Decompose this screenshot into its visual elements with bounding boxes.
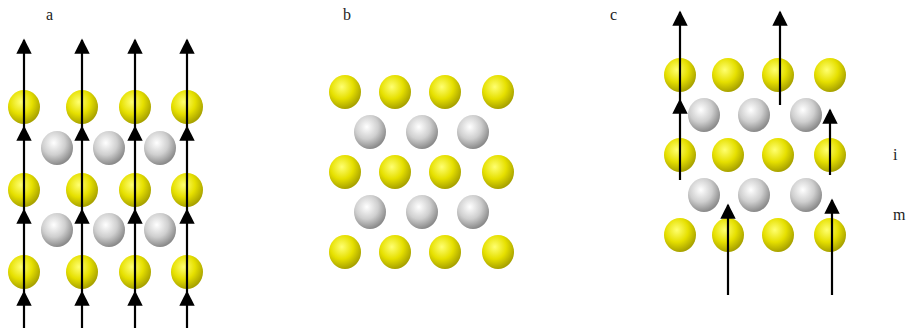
grey-atom [144,213,176,247]
grey-atom [406,115,438,149]
spin-arrow [81,292,83,328]
yellow-atom [762,218,794,252]
grey-atom [688,98,720,132]
yellow-atom [712,58,744,92]
yellow-atom [482,155,514,189]
spin-arrow [186,210,188,292]
grey-atom [41,213,73,247]
yellow-atom [712,138,744,172]
spin-arrow [134,40,136,127]
spin-arrow [679,100,681,180]
spin-arrow [81,127,83,210]
yellow-atom [379,235,411,269]
spin-arrow [134,210,136,292]
panel-letter: a [46,6,53,24]
grey-atom [41,131,73,165]
yellow-atom [482,75,514,109]
spin-arrow [23,127,25,210]
yellow-atom [379,75,411,109]
spin-arrow [23,40,25,127]
grey-atom [93,131,125,165]
spin-arrow [829,110,831,175]
grey-atom [688,178,720,212]
yellow-atom [329,155,361,189]
spin-arrow [679,12,681,100]
grey-atom [354,195,386,229]
panel-letter: c [610,6,617,24]
grey-atom [738,98,770,132]
grey-atom [790,98,822,132]
grey-atom [406,195,438,229]
yellow-atom [329,235,361,269]
cut-off-text: i [893,146,897,164]
grey-atom [457,115,489,149]
yellow-atom [429,75,461,109]
spin-arrow [23,292,25,328]
spin-arrow [831,200,833,295]
spin-arrow [727,205,729,295]
panel-letter: b [343,6,351,24]
grey-atom [790,178,822,212]
spin-arrow [134,127,136,210]
yellow-atom [329,75,361,109]
grey-atom [354,115,386,149]
spin-arrow [186,292,188,328]
yellow-atom [429,235,461,269]
spin-arrow [23,210,25,292]
yellow-atom [814,58,846,92]
spin-arrow [81,210,83,292]
grey-atom [457,195,489,229]
spin-arrow [779,12,781,105]
yellow-atom [379,155,411,189]
grey-atom [738,178,770,212]
grey-atom [144,131,176,165]
spin-arrow [186,127,188,210]
yellow-atom [814,218,846,252]
spin-arrow [81,40,83,127]
yellow-atom [762,58,794,92]
spin-arrow [134,292,136,328]
yellow-atom [762,138,794,172]
yellow-atom [664,218,696,252]
cut-off-text: m [893,206,905,224]
grey-atom [93,213,125,247]
yellow-atom [429,155,461,189]
yellow-atom [482,235,514,269]
spin-arrow [186,40,188,127]
